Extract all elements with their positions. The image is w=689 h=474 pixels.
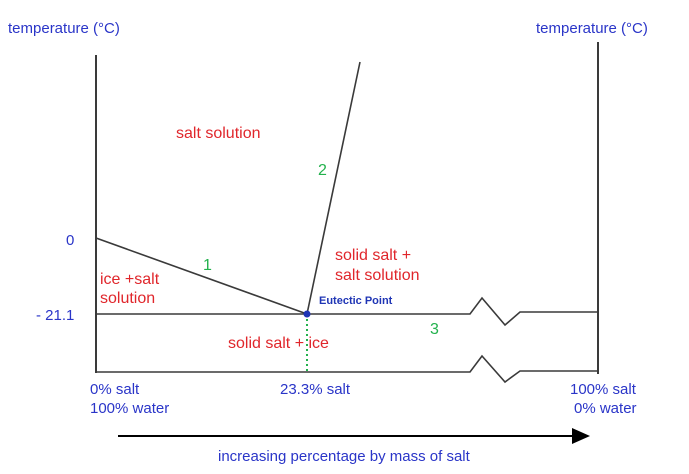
right-axis-label: temperature (°C)	[536, 20, 648, 37]
bottom-line	[96, 354, 598, 384]
tick-zero: 0	[66, 232, 74, 249]
tick-eutectic-temp: - 21.1	[36, 307, 74, 324]
region-solid-salt-solution-line2: salt solution	[335, 267, 420, 284]
eutectic-line-3	[96, 296, 598, 327]
x-left-label-line2: 100% water	[90, 400, 169, 417]
line-number-1: 1	[203, 257, 212, 274]
line-number-2: 2	[318, 162, 327, 179]
x-mid-label: 23.3% salt	[280, 381, 351, 398]
liquidus-line-1	[95, 237, 308, 315]
region-solid-salt-solution-line1: solid salt +	[335, 247, 411, 264]
arrow-caption: increasing percentage by mass of salt	[218, 448, 471, 465]
region-solid-salt-ice: solid salt + ice	[228, 335, 329, 352]
eutectic-point-marker	[303, 310, 311, 318]
region-ice-salt-line1: ice +salt	[100, 271, 160, 288]
region-ice-salt-line2: solution	[100, 290, 155, 307]
eutectic-point-label: Eutectic Point	[319, 295, 393, 307]
x-left-label-line1: 0% salt	[90, 381, 140, 398]
x-right-label-line1: 100% salt	[570, 381, 637, 398]
line-number-3: 3	[430, 321, 439, 338]
region-salt-solution: salt solution	[176, 125, 261, 142]
liquidus-line-2	[306, 61, 361, 315]
direction-arrow-head	[572, 428, 590, 444]
left-axis-label: temperature (°C)	[8, 20, 120, 37]
x-right-label-line2: 0% water	[574, 400, 637, 417]
